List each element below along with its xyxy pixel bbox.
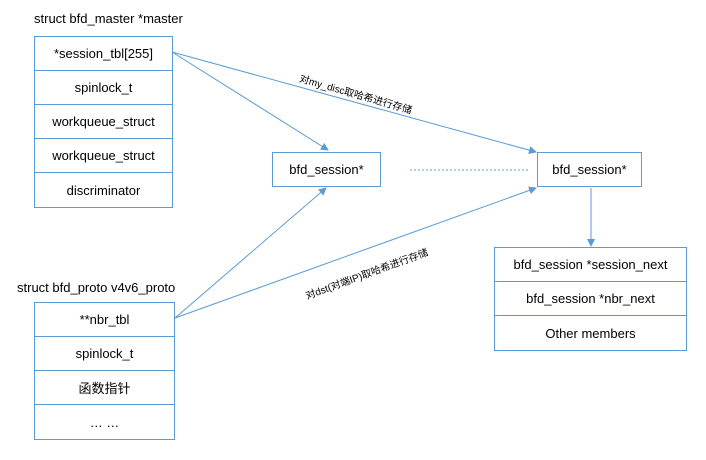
bfd-session-node: bfd_session* <box>272 152 381 187</box>
master-field-spinlock: spinlock_t <box>35 71 172 105</box>
master-struct: *session_tbl[255] spinlock_t workqueue_s… <box>34 36 173 208</box>
session-struct: bfd_session *session_next bfd_session *n… <box>494 247 687 351</box>
master-struct-title: struct bfd_master *master <box>34 11 183 26</box>
arrow-nbr-tbl-to-session <box>174 187 327 319</box>
proto-field-spinlock: spinlock_t <box>35 337 174 371</box>
proto-field-function-pointers: 函数指针 <box>35 371 174 405</box>
bfd-session-hashed-node: bfd_session* <box>537 152 642 187</box>
session-field-nbr-next: bfd_session *nbr_next <box>495 282 686 316</box>
session-field-other-members: Other members <box>545 325 636 341</box>
master-field-workqueue-2: workqueue_struct <box>35 139 172 173</box>
proto-struct: **nbr_tbl spinlock_t 函数指针 … … <box>34 302 175 440</box>
arrow-nbr-tbl-to-session-hashed <box>174 186 537 319</box>
master-field-discriminator: discriminator <box>66 182 141 198</box>
session-field-session-next: bfd_session *session_next <box>495 248 686 282</box>
arrow-session-tbl-to-session <box>171 51 329 151</box>
proto-field-ellipsis: … … <box>89 414 120 430</box>
master-field-session-tbl: *session_tbl[255] <box>35 37 172 71</box>
proto-field-nbr-tbl: **nbr_tbl <box>35 303 174 337</box>
master-field-workqueue-1: workqueue_struct <box>35 105 172 139</box>
arrow-session-tbl-to-session-hashed <box>171 51 537 155</box>
proto-struct-title: struct bfd_proto v4v6_proto <box>17 280 176 295</box>
